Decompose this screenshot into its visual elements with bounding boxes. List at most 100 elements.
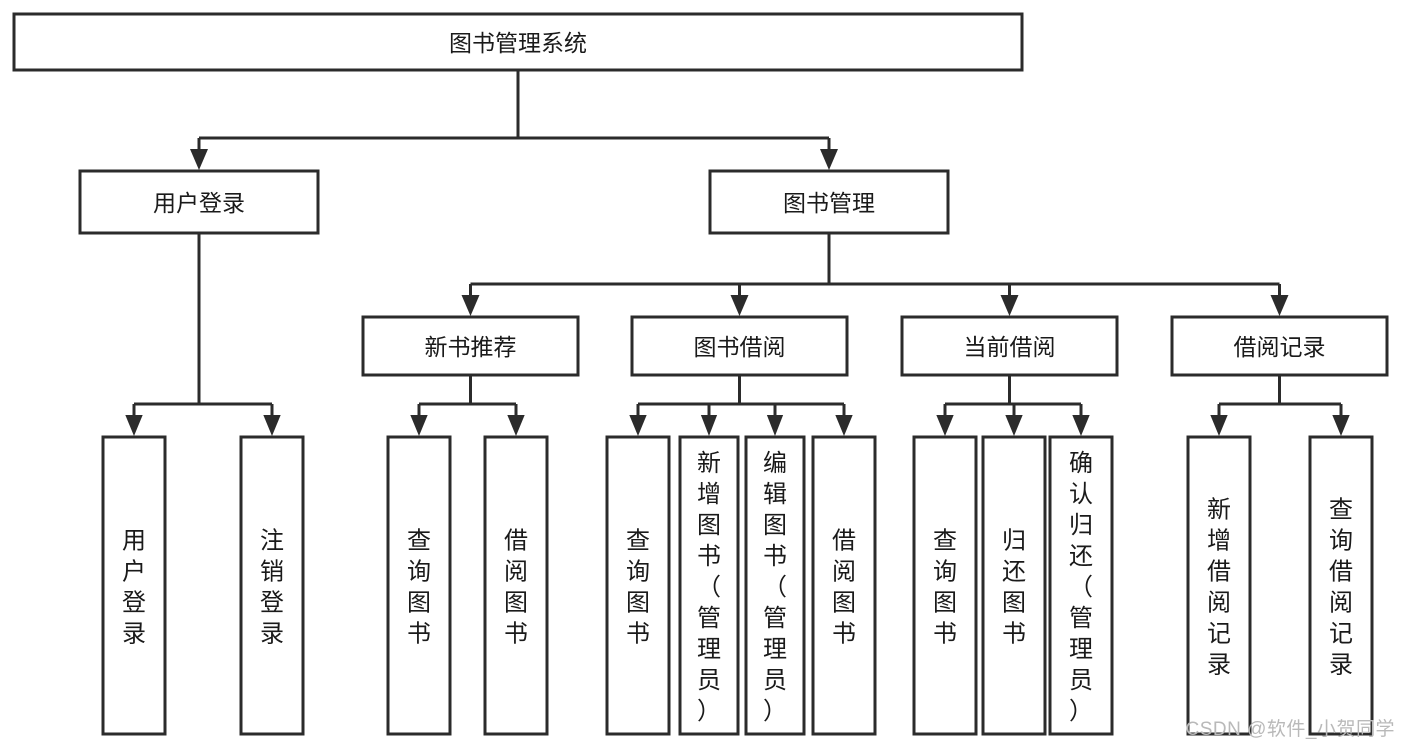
svg-text:注: 注 [260,528,284,555]
arrow-head-icon [410,415,428,436]
node-box [483,435,549,736]
svg-text:记: 记 [1207,621,1231,648]
connector-group-new-book-recommend [410,375,525,436]
node-leaf-user-login[interactable]: 用户登录 [101,435,167,736]
node-box [708,169,950,235]
svg-text:（: （ [1069,574,1093,601]
svg-text:）: ） [763,698,787,725]
node-box [630,315,849,377]
svg-text:增: 增 [1207,528,1231,555]
svg-text:借: 借 [832,528,856,555]
svg-text:询: 询 [1329,528,1353,555]
svg-text:书: 书 [933,621,957,648]
node-user-login[interactable]: 用户登录 [78,169,320,235]
connector-group-book-manage [461,233,1289,316]
arrow-head-icon [766,415,784,436]
svg-text:管: 管 [1069,605,1093,632]
svg-text:认: 认 [1069,481,1093,508]
svg-text:阅: 阅 [1329,590,1353,617]
svg-text:借: 借 [1207,559,1231,586]
node-current-borrow[interactable]: 当前借阅 [900,315,1119,377]
node-book-borrow[interactable]: 图书借阅 [630,315,849,377]
svg-text:记: 记 [1329,621,1353,648]
svg-text:图: 图 [832,590,856,617]
svg-text:编: 编 [763,450,787,477]
node-label: 用户登录 [122,528,146,648]
arrow-head-icon [1072,415,1090,436]
svg-text:理: 理 [763,636,787,663]
arrow-head-icon [1332,415,1350,436]
node-box [239,435,305,736]
node-box [605,435,671,736]
svg-text:（: （ [763,574,787,601]
connector-group-book-borrow [629,375,853,436]
arrow-head-icon [820,149,838,170]
node-label: 新书推荐 [425,334,517,360]
connector-group-current-borrow [936,375,1090,436]
svg-text:确: 确 [1069,450,1093,477]
svg-text:书: 书 [697,543,721,570]
node-box [912,435,978,736]
arrow-head-icon [461,295,480,316]
arrow-head-icon [125,415,143,436]
arrow-head-icon [263,415,281,436]
node-box [12,12,1024,72]
svg-text:书: 书 [763,543,787,570]
node-root[interactable]: 图书管理系统 [12,12,1024,72]
node-label: 图书管理系统 [449,30,587,56]
svg-text:询: 询 [626,559,650,586]
arrow-head-icon [629,415,647,436]
arrow-head-icon [507,415,525,436]
svg-text:员: 员 [1069,667,1093,694]
svg-text:还: 还 [1002,559,1026,586]
node-new-book-recommend[interactable]: 新书推荐 [361,315,580,377]
node-label: 图书管理 [783,190,875,216]
svg-text:录: 录 [1207,652,1231,679]
node-layer: 图书管理系统用户登录图书管理新书推荐图书借阅当前借阅借阅记录用户登录注销登录查询… [12,12,1389,736]
svg-text:用: 用 [122,528,146,555]
node-label: 用户登录 [153,190,245,216]
node-box [811,435,877,736]
svg-text:阅: 阅 [1207,590,1231,617]
svg-text:录: 录 [260,621,284,648]
node-box [900,315,1119,377]
svg-text:图: 图 [407,590,431,617]
node-box [1308,435,1374,736]
svg-text:书: 书 [407,621,431,648]
connector-group-root [190,70,838,170]
node-book-manage[interactable]: 图书管理 [708,169,950,235]
svg-text:图: 图 [763,512,787,539]
svg-text:员: 员 [697,667,721,694]
svg-text:新: 新 [1207,497,1231,524]
svg-text:销: 销 [260,559,284,586]
svg-text:阅: 阅 [504,559,528,586]
svg-text:图: 图 [626,590,650,617]
svg-text:（: （ [697,574,721,601]
node-borrow-record[interactable]: 借阅记录 [1170,315,1389,377]
svg-text:理: 理 [697,636,721,663]
arrow-head-icon [1270,295,1289,316]
node-box [678,435,740,736]
node-label: 借阅记录 [1234,334,1326,360]
node-box [1048,435,1114,736]
arrow-head-icon [190,149,208,170]
svg-text:图: 图 [697,512,721,539]
node-label: 当前借阅 [964,334,1056,360]
svg-text:录: 录 [122,621,146,648]
